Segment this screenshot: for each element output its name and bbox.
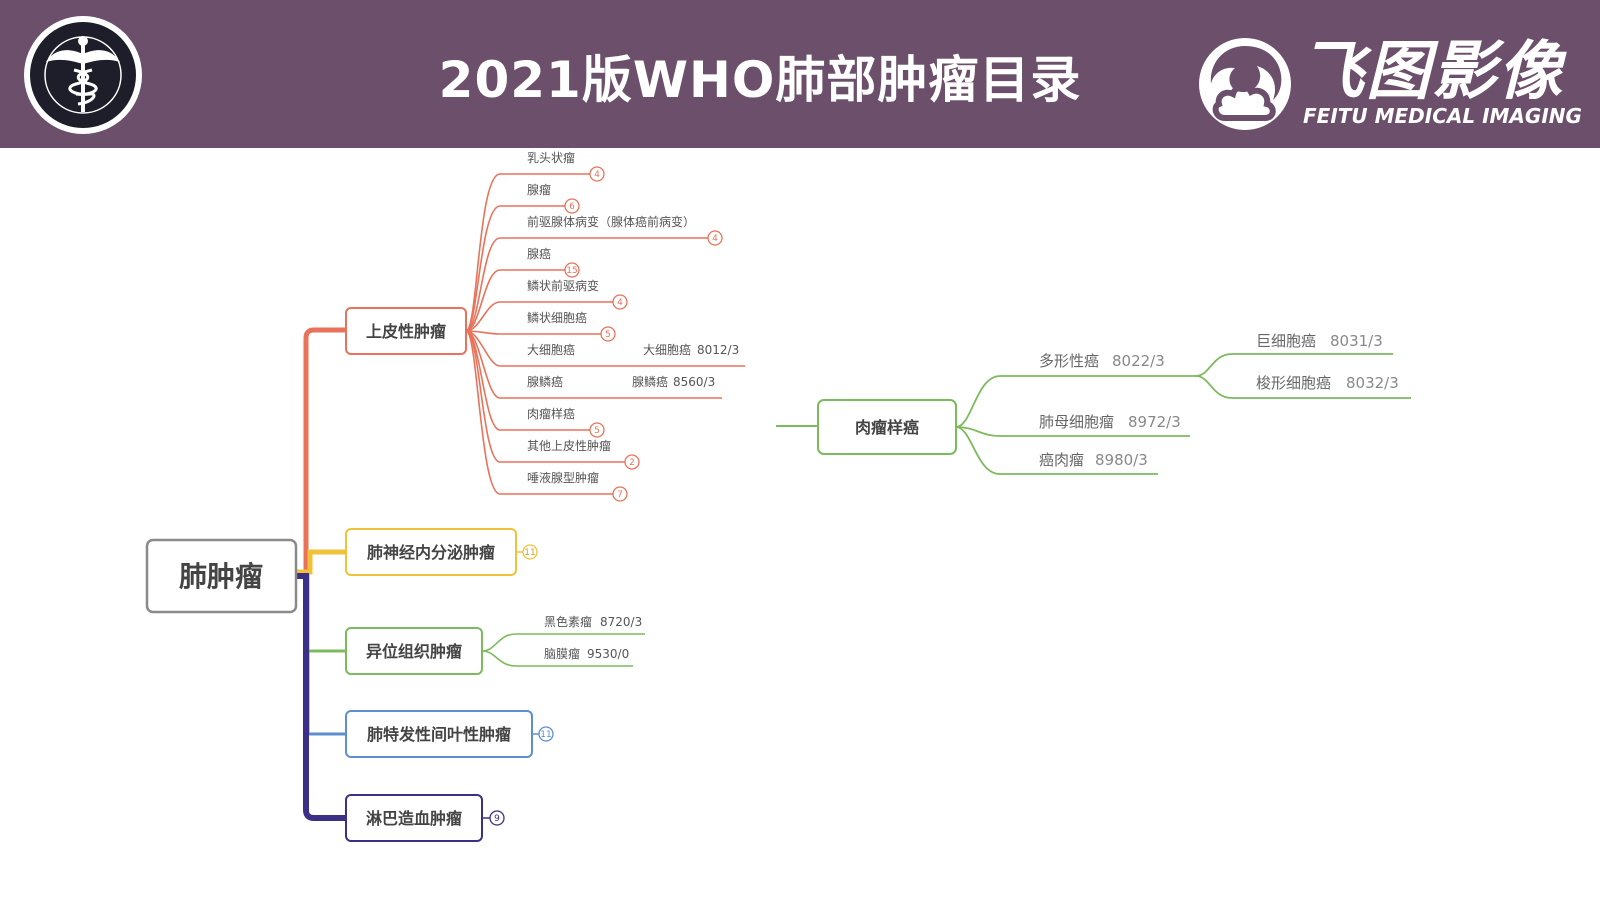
root-node-label: 肺肿瘤 (179, 560, 263, 593)
count-label: 7 (617, 490, 623, 500)
detail-sarcomatoid-map: 肉瘤样癌 多形性癌 8022/3 巨细胞癌 8031/3 梭形细胞癌 8032/… (776, 332, 1411, 475)
connector-lymphoid (296, 573, 346, 821)
brand-name-cn: 飞图影像 (1300, 35, 1564, 109)
count-label: 4 (594, 170, 600, 180)
detail-leaf-spindle-cell: 梭形细胞癌 (1256, 374, 1331, 392)
leaf-melanoma-code: 8720/3 (600, 615, 642, 629)
epithelial-branches (465, 173, 745, 495)
leaf-salivary-gland: 唾液腺型肿瘤 (527, 470, 599, 485)
count-label: 5 (594, 426, 600, 436)
caduceus-icon (24, 16, 142, 134)
leaf-meningioma-code: 9530/0 (587, 647, 629, 661)
category-epithelial-label: 上皮性肿瘤 (366, 322, 446, 341)
detail-root-label: 肉瘤样癌 (855, 418, 919, 437)
leaf-adenosquamous-code: 8560/3 (673, 375, 715, 389)
category-neuroendocrine-label: 肺神经内分泌肿瘤 (367, 543, 495, 562)
count-badge (589, 166, 605, 182)
branch-melanoma (481, 633, 645, 652)
count-badge (564, 198, 580, 214)
count-label: 11 (540, 730, 551, 740)
category-ectopic-label: 异位组织肿瘤 (366, 642, 462, 661)
leaf-adenosquamous-sub: 腺鳞癌 (632, 374, 668, 389)
count-badge (538, 726, 554, 742)
branch-carcinosarcoma (955, 426, 1158, 475)
count-label: 11 (524, 548, 535, 558)
count-badge (624, 454, 640, 470)
page-title: 2021版WHO肺部肿瘤目录 (438, 51, 1082, 109)
detail-leaf-giant-cell-code: 8031/3 (1330, 332, 1383, 350)
mindmap-diagram: 肺肿瘤 上皮性肿瘤 乳头状瘤 腺瘤 前驱腺体病变（腺体癌前病变） 腺癌 鳞状前驱… (145, 150, 1411, 842)
detail-leaf-carcinosarcoma-code: 8980/3 (1095, 451, 1148, 469)
count-label: 4 (617, 298, 623, 308)
count-badge (522, 544, 538, 560)
leaf-squamous-cell-carcinoma: 鳞状细胞癌 (527, 310, 587, 325)
detail-leaf-pleomorphic-code: 8022/3 (1112, 352, 1165, 370)
leaf-large-cell-sub: 大细胞癌 (643, 342, 691, 357)
header-banner: 2021版WHO肺部肿瘤目录 飞图影像 FEITU MEDICAL IMAGIN… (0, 0, 1600, 148)
count-label: 15 (566, 266, 577, 276)
detail-leaf-pulmonary-blastoma-code: 8972/3 (1128, 413, 1181, 431)
count-badge (612, 486, 628, 502)
leaf-melanoma: 黑色素瘤 (544, 614, 592, 629)
leaf-precursor-glandular: 前驱腺体病变（腺体癌前病变） (527, 214, 695, 229)
brand-logo: 飞图影像 FEITU MEDICAL IMAGING (1195, 34, 1595, 134)
count-label: 6 (569, 202, 575, 212)
connector-mesenchymal (306, 651, 346, 736)
detail-leaf-spindle-cell-code: 8032/3 (1346, 374, 1399, 392)
leaf-sarcomatoid: 肉瘤样癌 (527, 406, 575, 421)
count-label: 4 (712, 234, 718, 244)
leaf-papilloma: 乳头状瘤 (527, 150, 575, 165)
count-badge (612, 294, 628, 310)
count-badge (600, 326, 616, 342)
leaf-squamous-precursor: 鳞状前驱病变 (527, 278, 599, 293)
detail-leaf-pleomorphic: 多形性癌 (1039, 352, 1099, 370)
count-label: 9 (494, 814, 500, 824)
connector-epithelial (296, 327, 346, 577)
brand-name-en: FEITU MEDICAL IMAGING (1303, 104, 1582, 128)
leaf-large-cell-code: 8012/3 (697, 343, 739, 357)
leaf-other-epithelial: 其他上皮性肿瘤 (527, 438, 611, 453)
branch-giant-cell (1195, 353, 1393, 377)
leaf-adenocarcinoma: 腺癌 (527, 246, 551, 261)
branch-meningioma (481, 650, 633, 667)
leaf-meningioma: 脑膜瘤 (544, 646, 580, 661)
count-badge (589, 422, 605, 438)
leaf-adenoma: 腺瘤 (527, 182, 551, 197)
leaf-adenosquamous: 腺鳞癌 (527, 374, 563, 389)
branch-pulmonary-blastoma (955, 426, 1190, 437)
detail-leaf-carcinosarcoma: 癌肉瘤 (1039, 451, 1084, 469)
count-badge (707, 230, 723, 246)
branch-spindle-cell (1195, 375, 1411, 399)
leaf-large-cell-carcinoma: 大细胞癌 (527, 342, 575, 357)
connector-neuroendocrine (296, 549, 346, 575)
category-mesenchymal-label: 肺特发性间叶性肿瘤 (367, 725, 511, 744)
cloud-swirl-icon (1199, 38, 1291, 130)
branch-pleomorphic (955, 375, 1196, 428)
count-badge (564, 262, 580, 278)
count-label: 2 (629, 458, 635, 468)
category-lymphoid-label: 淋巴造血肿瘤 (366, 809, 462, 828)
count-label: 5 (605, 330, 611, 340)
root-node-box (145, 538, 298, 614)
detail-leaf-pulmonary-blastoma: 肺母细胞瘤 (1039, 413, 1114, 431)
count-badge (489, 810, 505, 826)
detail-leaf-giant-cell: 巨细胞癌 (1256, 332, 1316, 350)
